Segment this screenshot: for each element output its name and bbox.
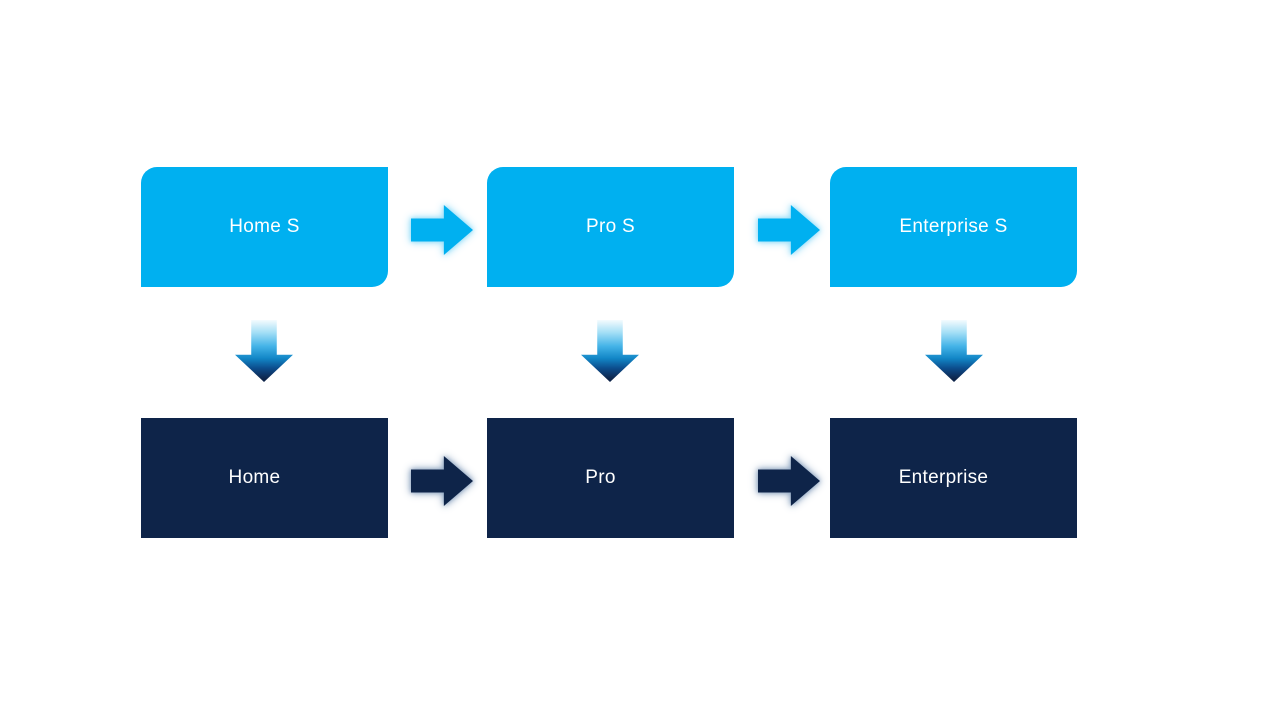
node-home-s: Home S	[141, 167, 388, 287]
arrow-down-icon	[925, 320, 983, 382]
node-enterprise-s-label: Enterprise S	[899, 216, 1008, 237]
node-pro-s-label: Pro S	[585, 216, 636, 237]
node-enterprise-label: Enterprise	[898, 467, 989, 488]
node-enterprise: Enterprise	[830, 418, 1077, 538]
arrow-right-icon	[758, 456, 820, 506]
node-home-label: Home	[228, 467, 281, 488]
node-enterprise-s: Enterprise S	[830, 167, 1077, 287]
node-home-s-label: Home S	[229, 216, 300, 237]
arrow-right-icon	[411, 205, 473, 255]
node-pro-s: Pro S	[487, 167, 734, 287]
node-home: Home	[141, 418, 388, 538]
arrow-right-icon	[758, 205, 820, 255]
arrow-down-icon	[581, 320, 639, 382]
node-pro: Pro	[487, 418, 734, 538]
arrow-down-icon	[235, 320, 293, 382]
node-pro-label: Pro	[585, 467, 616, 488]
arrow-right-icon	[411, 456, 473, 506]
